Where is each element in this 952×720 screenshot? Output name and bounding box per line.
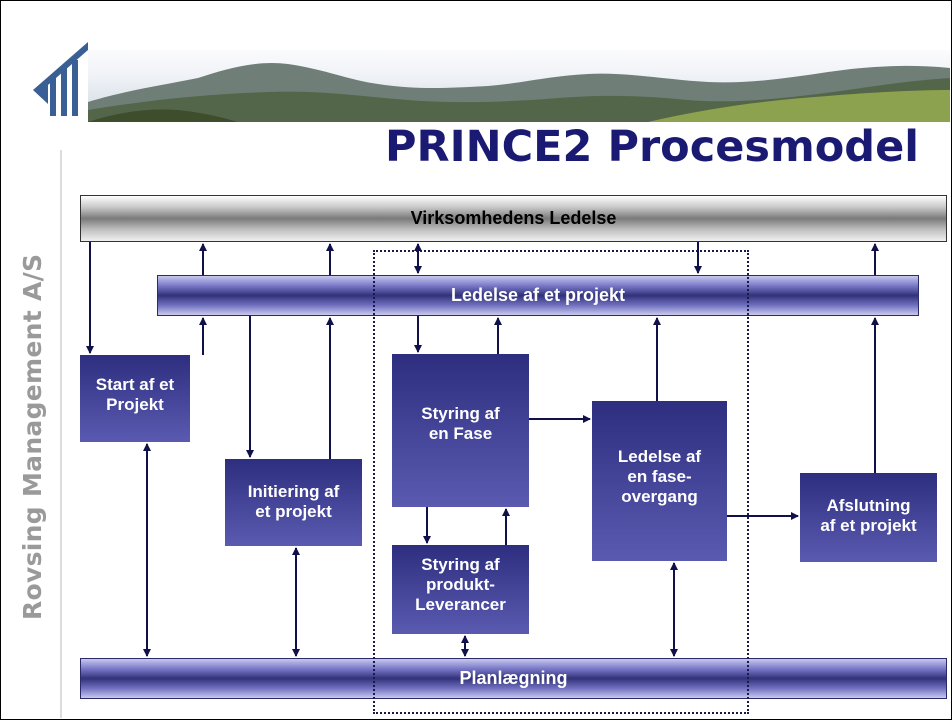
starting-up-process: Start af et Projekt bbox=[80, 355, 190, 442]
closing-project-process: Afslutning af et projekt bbox=[800, 473, 937, 562]
corporate-management-label: Virksomhedens Ledelse bbox=[410, 208, 617, 228]
closing-project-label: Afslutning af et projekt bbox=[820, 496, 917, 535]
managing-stage-boundary-label: Ledelse af en fase- overgang bbox=[617, 447, 702, 506]
controlling-stage-process: Styring af en Fase bbox=[392, 354, 529, 507]
landscape-image bbox=[88, 62, 950, 122]
side-divider bbox=[60, 150, 62, 718]
starting-up-label: Start af et Projekt bbox=[95, 375, 175, 414]
directing-project-label: Ledelse af et projekt bbox=[450, 285, 626, 305]
managing-product-delivery-label: Styring af produkt- Leverancer bbox=[415, 555, 506, 614]
directing-project-bar: Ledelse af et projekt bbox=[157, 275, 919, 316]
stage-boundary-outline bbox=[373, 250, 749, 714]
company-logo-icon bbox=[33, 42, 88, 116]
planning-bar: Planlægning bbox=[80, 658, 947, 699]
managing-product-delivery-process: Styring af produkt- Leverancer bbox=[392, 545, 529, 634]
corporate-management-bar: Virksomhedens Ledelse bbox=[80, 195, 947, 242]
managing-stage-boundary-process: Ledelse af en fase- overgang bbox=[592, 401, 727, 561]
initiating-label: Initiering af et projekt bbox=[247, 482, 340, 521]
initiating-process: Initiering af et projekt bbox=[225, 459, 362, 546]
planning-label: Planlægning bbox=[459, 668, 568, 688]
controlling-stage-label: Styring af en Fase bbox=[421, 404, 500, 443]
slide-title: PRINCE2 Procesmodel bbox=[385, 122, 919, 172]
landscape-banner bbox=[88, 50, 950, 122]
